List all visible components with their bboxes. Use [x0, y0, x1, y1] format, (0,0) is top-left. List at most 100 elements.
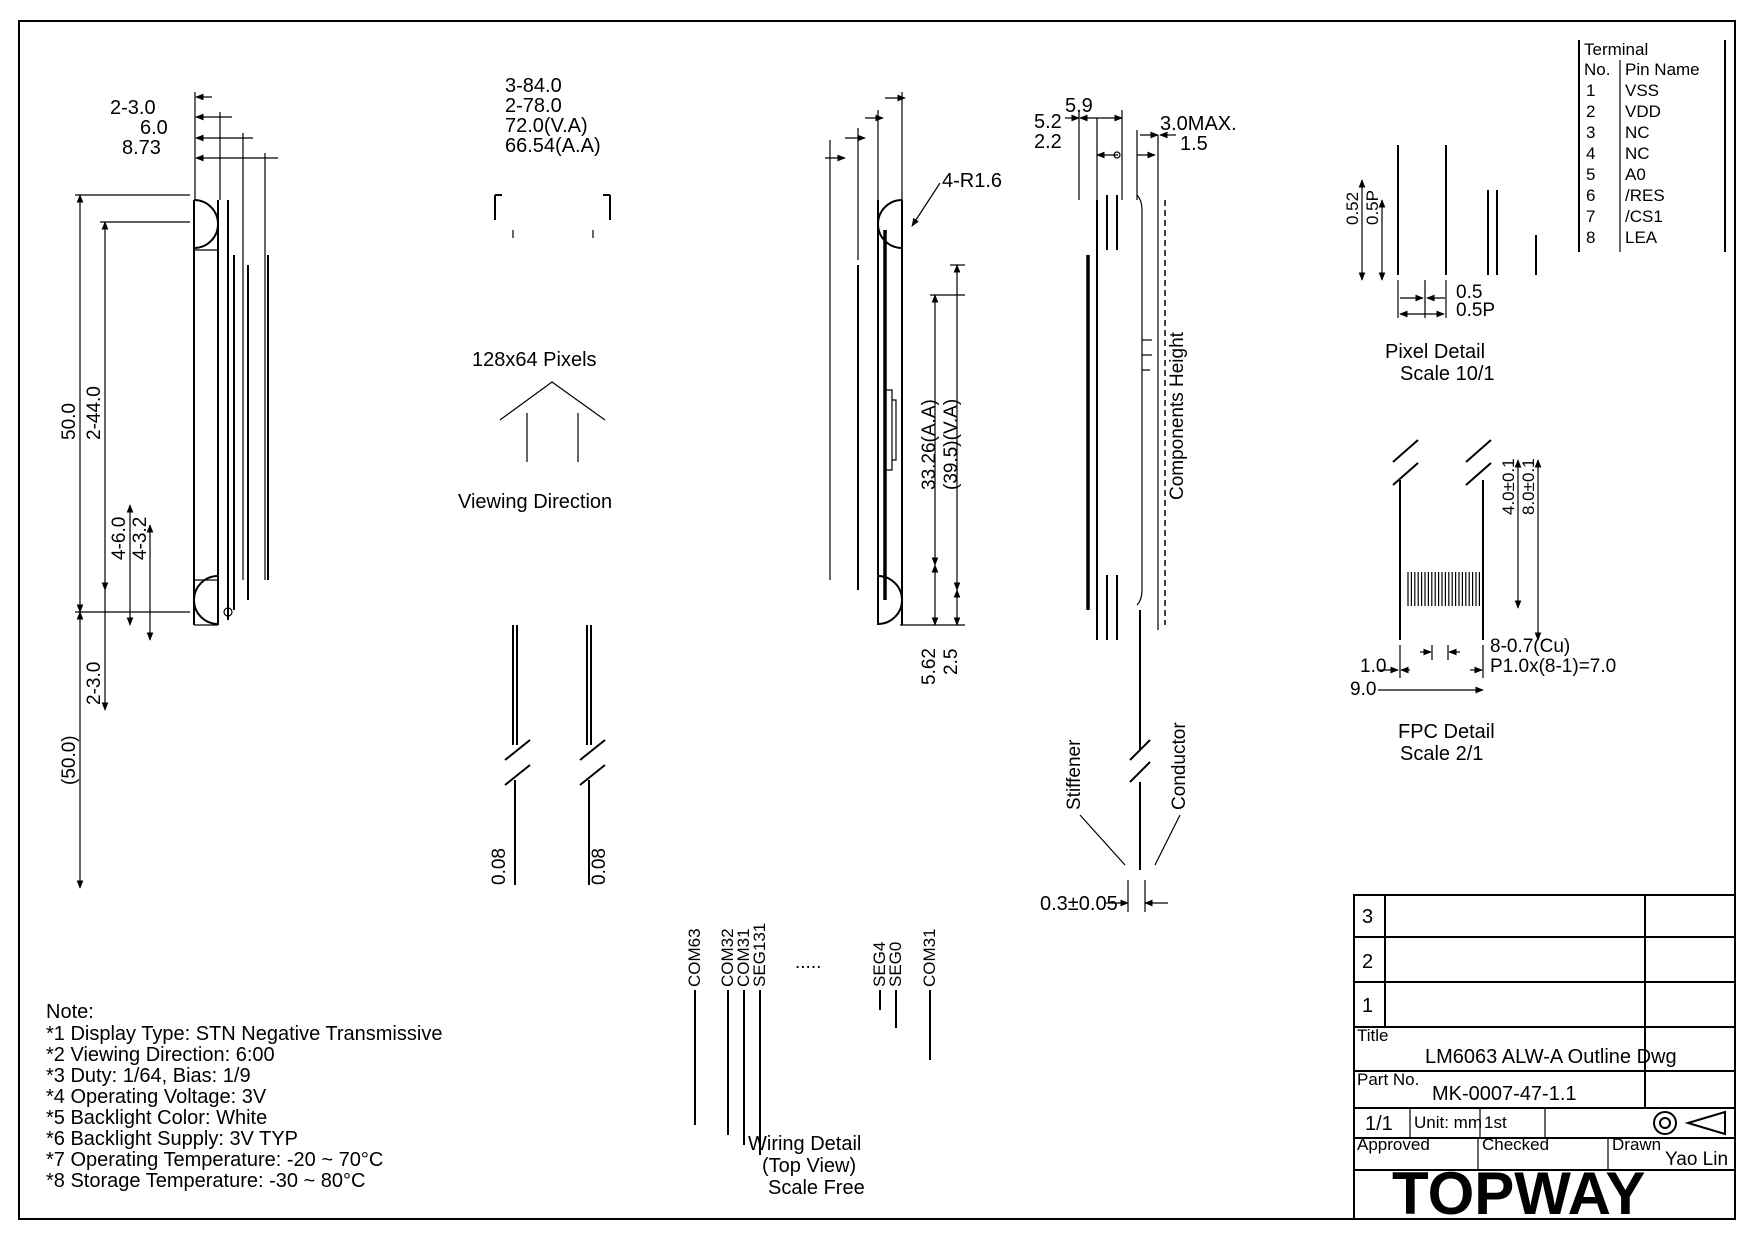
dim-right-25: 2.5 [941, 649, 962, 675]
terminal-no: 3 [1586, 123, 1595, 142]
dim-center-4: 66.54(A.A) [505, 135, 601, 157]
terminal-no: 7 [1586, 207, 1595, 226]
title-block: 3 2 1 Title LM6063 ALW-A Outline Dwg Par… [1353, 894, 1736, 1227]
note-item: *8 Storage Temperature: -30 ~ 80°C [46, 1170, 365, 1192]
approved-label: Approved [1357, 1135, 1430, 1154]
fpc-detail-scale: Scale 2/1 [1400, 743, 1483, 765]
notes: Note: *1 Display Type: STN Negative Tran… [46, 1001, 442, 1192]
fpc-dim-pitch: P1.0x(8-1)=7.0 [1490, 656, 1616, 677]
dim-side-22: 2.2 [1034, 131, 1062, 153]
dim-left-v-3: 2-3.0 [84, 662, 105, 705]
pixel-dim-1: 0.52 [1343, 192, 1362, 225]
pixel-dim-3: 0.5 [1456, 282, 1482, 303]
pixel-detail: 0.52 0.5P 0.5 0.5P Pixel Detail Scale 10… [1343, 145, 1537, 385]
table-header-no: No. [1584, 60, 1610, 79]
drawn-label: Drawn [1612, 1135, 1661, 1154]
dim-right-562: 5.62 [919, 648, 940, 685]
pixel-dim-4: 0.5P [1456, 300, 1495, 321]
terminal-pin: /CS1 [1625, 207, 1663, 226]
dim-center-3: 72.0(V.A) [505, 115, 588, 137]
drawing-title: LM6063 ALW-A Outline Dwg [1425, 1046, 1677, 1068]
scale-value: 1/1 [1365, 1113, 1393, 1135]
viewing-direction-label: Viewing Direction [458, 491, 612, 513]
left-side-view: 2-3.0 6.0 8.73 50.0 2-44 [59, 92, 278, 889]
wiring-pin-label: COM31 [920, 928, 939, 987]
note-item: *5 Backlight Color: White [46, 1107, 267, 1129]
wiring-pin-label: COM31 [734, 928, 753, 987]
drawing-border [18, 20, 1736, 1220]
side-section-view: 5.2 2.2 5.9 3.0MAX. 1.5 Components Heigh… [1034, 95, 1237, 915]
unit-value: Unit: mm [1414, 1113, 1482, 1132]
fpc-dim-1: 1.0 [1360, 656, 1386, 677]
wiring-dots: ..... [795, 952, 821, 973]
note-item: *3 Duty: 1/64, Bias: 1/9 [46, 1065, 251, 1087]
projection-symbol-cone [1684, 1110, 1726, 1136]
fpc-dim-9: 9.0 [1350, 679, 1376, 700]
title-label: Title [1357, 1026, 1389, 1045]
dim-left-v-6: 4-6.0 [109, 517, 130, 560]
fpc-dim-8: 8.0±0.1 [1519, 458, 1538, 515]
projection-symbol-circle [1653, 1111, 1677, 1135]
part-label: Part No. [1357, 1070, 1419, 1089]
leg-label-1: 0.08 [489, 848, 510, 885]
dim-left-v-50: 50.0 [59, 403, 80, 440]
wiring-pin-label: COM63 [685, 928, 704, 987]
leg-label-2: 0.08 [589, 848, 610, 885]
dim-side-3max: 3.0MAX. [1160, 113, 1237, 135]
rev-mark-3: 3 [1362, 906, 1373, 928]
pixels-label: 128x64 Pixels [472, 349, 597, 371]
wiring-pin-label: SEG4 [870, 942, 889, 987]
company-logo: TOPWAY [1392, 1160, 1645, 1227]
terminal-pin: A0 [1625, 165, 1646, 184]
terminal-pin: VDD [1625, 102, 1661, 121]
part-number: MK-0007-47-1.1 [1432, 1083, 1577, 1105]
terminal-pin: /RES [1625, 186, 1665, 205]
wiring-pin-label: SEG131 [750, 923, 769, 987]
terminal-pin: NC [1625, 123, 1650, 142]
projection-label: 1st [1484, 1113, 1507, 1132]
terminal-pin: VSS [1625, 81, 1659, 100]
terminal-no: 5 [1586, 165, 1595, 184]
dim-left-v-44: 2-44.0 [84, 386, 105, 440]
wiring-scale: Scale Free [768, 1177, 865, 1199]
wiring-subtitle: (Top View) [762, 1155, 856, 1177]
radius-label: 4-R1.6 [942, 170, 1002, 192]
wiring-title: Wiring Detail [748, 1133, 861, 1155]
terminal-no: 6 [1586, 186, 1595, 205]
rev-mark-1: 1 [1362, 995, 1373, 1017]
note-item: *1 Display Type: STN Negative Transmissi… [46, 1023, 442, 1045]
pixel-detail-title: Pixel Detail [1385, 341, 1485, 363]
terminal-no: 4 [1586, 144, 1595, 163]
components-height-label: Components Height [1167, 331, 1188, 500]
notes-title: Note: [46, 1001, 94, 1023]
terminal-no: 1 [1586, 81, 1595, 100]
dim-left-top-1: 2-3.0 [110, 97, 156, 119]
dim-side-52: 5.2 [1034, 111, 1062, 133]
pixel-detail-scale: Scale 10/1 [1400, 363, 1495, 385]
fpc-dim-4: 4.0±0.1 [1499, 458, 1518, 515]
dim-center-2: 2-78.0 [505, 95, 562, 117]
fpc-detail-title: FPC Detail [1398, 721, 1495, 743]
terminal-no: 8 [1586, 228, 1595, 247]
note-item: *2 Viewing Direction: 6:00 [46, 1044, 275, 1066]
dim-left-v-50b: (50.0) [59, 735, 80, 785]
dim-right-va: (39.5)(V.A) [941, 399, 962, 490]
wiring-pin-label: COM32 [718, 928, 737, 987]
fpc-dim-cu: 8-0.7(Cu) [1490, 636, 1570, 657]
pixel-dim-2: 0.5P [1363, 190, 1382, 225]
dim-side-15: 1.5 [1180, 133, 1208, 155]
thickness-label: 0.3±0.05 [1040, 893, 1118, 915]
dim-center-1: 3-84.0 [505, 75, 562, 97]
table-header-terminal: Terminal [1584, 40, 1648, 59]
rev-mark-2: 2 [1362, 951, 1373, 973]
center-view: 3-84.0 2-78.0 72.0(V.A) 66.54(A.A) 128x6… [458, 75, 612, 885]
terminal-pin: NC [1625, 144, 1650, 163]
dim-left-top-3: 8.73 [122, 137, 161, 159]
drawn-by: Yao Lin [1665, 1149, 1728, 1170]
conductor-label: Conductor [1169, 722, 1190, 810]
dim-side-59: 5.9 [1065, 95, 1093, 117]
note-item: *6 Backlight Supply: 3V TYP [46, 1128, 298, 1150]
